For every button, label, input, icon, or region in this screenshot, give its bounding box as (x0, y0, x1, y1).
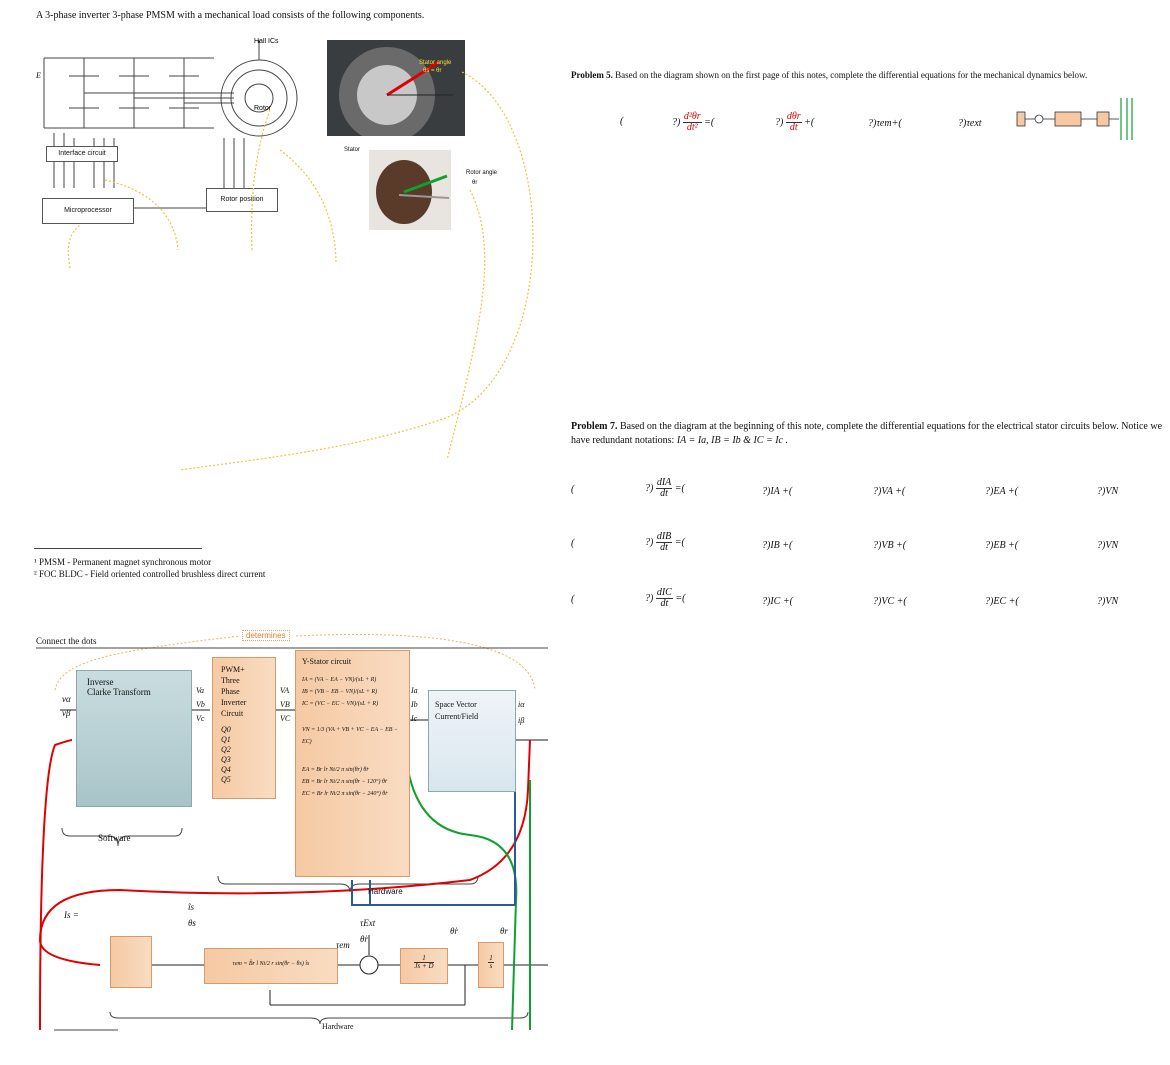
tf1-den: Js + D (414, 963, 433, 970)
VA-label: VA (280, 686, 289, 695)
hardware-top-label: Hardware (368, 887, 403, 896)
q4: Q4 (221, 765, 267, 775)
Ib-label: Ib (411, 700, 418, 709)
ic-eq: IC = (VC − EC − VN)/(sL + R) (302, 698, 403, 710)
y-stator-box: Y-Stator circuit IA = (VA − EA − VN)/(sL… (295, 650, 410, 877)
hardware-bottom-label: Hardware (322, 1022, 354, 1031)
y-stator-equations: IA = (VA − EA − VN)/(sL + R) IB = (VB − … (296, 672, 409, 802)
pwm-inverter-box: PWM+ Three Phase Inverter Circuit Q0 Q1 … (212, 657, 276, 799)
va-label: Va (196, 686, 204, 695)
q0: Q0 (221, 725, 267, 735)
theta-s-label: θs (188, 918, 196, 928)
space-vector-title: Space Vector Current/Field (429, 691, 515, 731)
ia-eq: IA = (VA − EA − VN)/(sL + R) (302, 674, 403, 686)
tau-em-label: τem (336, 940, 350, 950)
Ia-label: Ia (411, 686, 418, 695)
is-hat-label: îs (188, 902, 194, 912)
space-vector-box: Space Vector Current/Field (428, 690, 516, 792)
angle-calc-box (110, 936, 152, 988)
vc-label: Vc (196, 714, 204, 723)
theta-dot-label-2: θ̇r (450, 926, 458, 936)
vb-label: Vb (196, 700, 205, 709)
q1: Q1 (221, 735, 267, 745)
tf2-den: s (488, 963, 494, 970)
v-alpha-label: vα (62, 694, 71, 704)
VB-label: VB (280, 700, 290, 709)
q-list: Q0 Q1 Q2 Q3 Q4 Q5 (213, 725, 275, 785)
software-label: Software (98, 833, 131, 843)
integrator-box: 1s (478, 942, 504, 988)
ialpha-label: iα (518, 700, 524, 709)
pwm-title: PWM+ Three Phase Inverter Circuit (213, 658, 275, 725)
Ic-label: Ic (411, 714, 417, 723)
ib-eq: IB = (VB − EB − VN)/(sL + R) (302, 686, 403, 698)
inverse-clarke-title: Inverse Clarke Transform (77, 671, 191, 703)
v-beta-label: vβ (62, 708, 70, 718)
vn-eq: VN = 1/3 (VA + VB + VC − EA − EB − EC) (302, 724, 403, 748)
torque-equation: τem = B̂r l Nt/2 r sin(θr − θs) îs (205, 949, 337, 967)
theta-dot-label-1: θ̇r (360, 934, 368, 944)
is-vector-label: Is = (64, 910, 79, 920)
torque-box: τem = B̂r l Nt/2 r sin(θr − θs) îs (204, 948, 338, 984)
eb-eq: EB = Br lr Nt/2 π sin(θr − 120°) θ̇r (302, 776, 403, 788)
ea-eq: EA = Br lr Nt/2 π sin(θr) θ̇r (302, 764, 403, 776)
theta-r-label: θr (500, 926, 508, 936)
y-stator-title: Y-Stator circuit (296, 651, 409, 672)
ec-eq: EC = Br lr Nt/2 π sin(θr − 240°) θ̇r (302, 788, 403, 800)
q5: Q5 (221, 775, 267, 785)
ibeta-label: iβ (518, 716, 524, 725)
q3: Q3 (221, 755, 267, 765)
tau-ext-label: τExt (360, 918, 375, 928)
VC-label: VC (280, 714, 290, 723)
inverse-clarke-box: Inverse Clarke Transform (76, 670, 192, 807)
q2: Q2 (221, 745, 267, 755)
